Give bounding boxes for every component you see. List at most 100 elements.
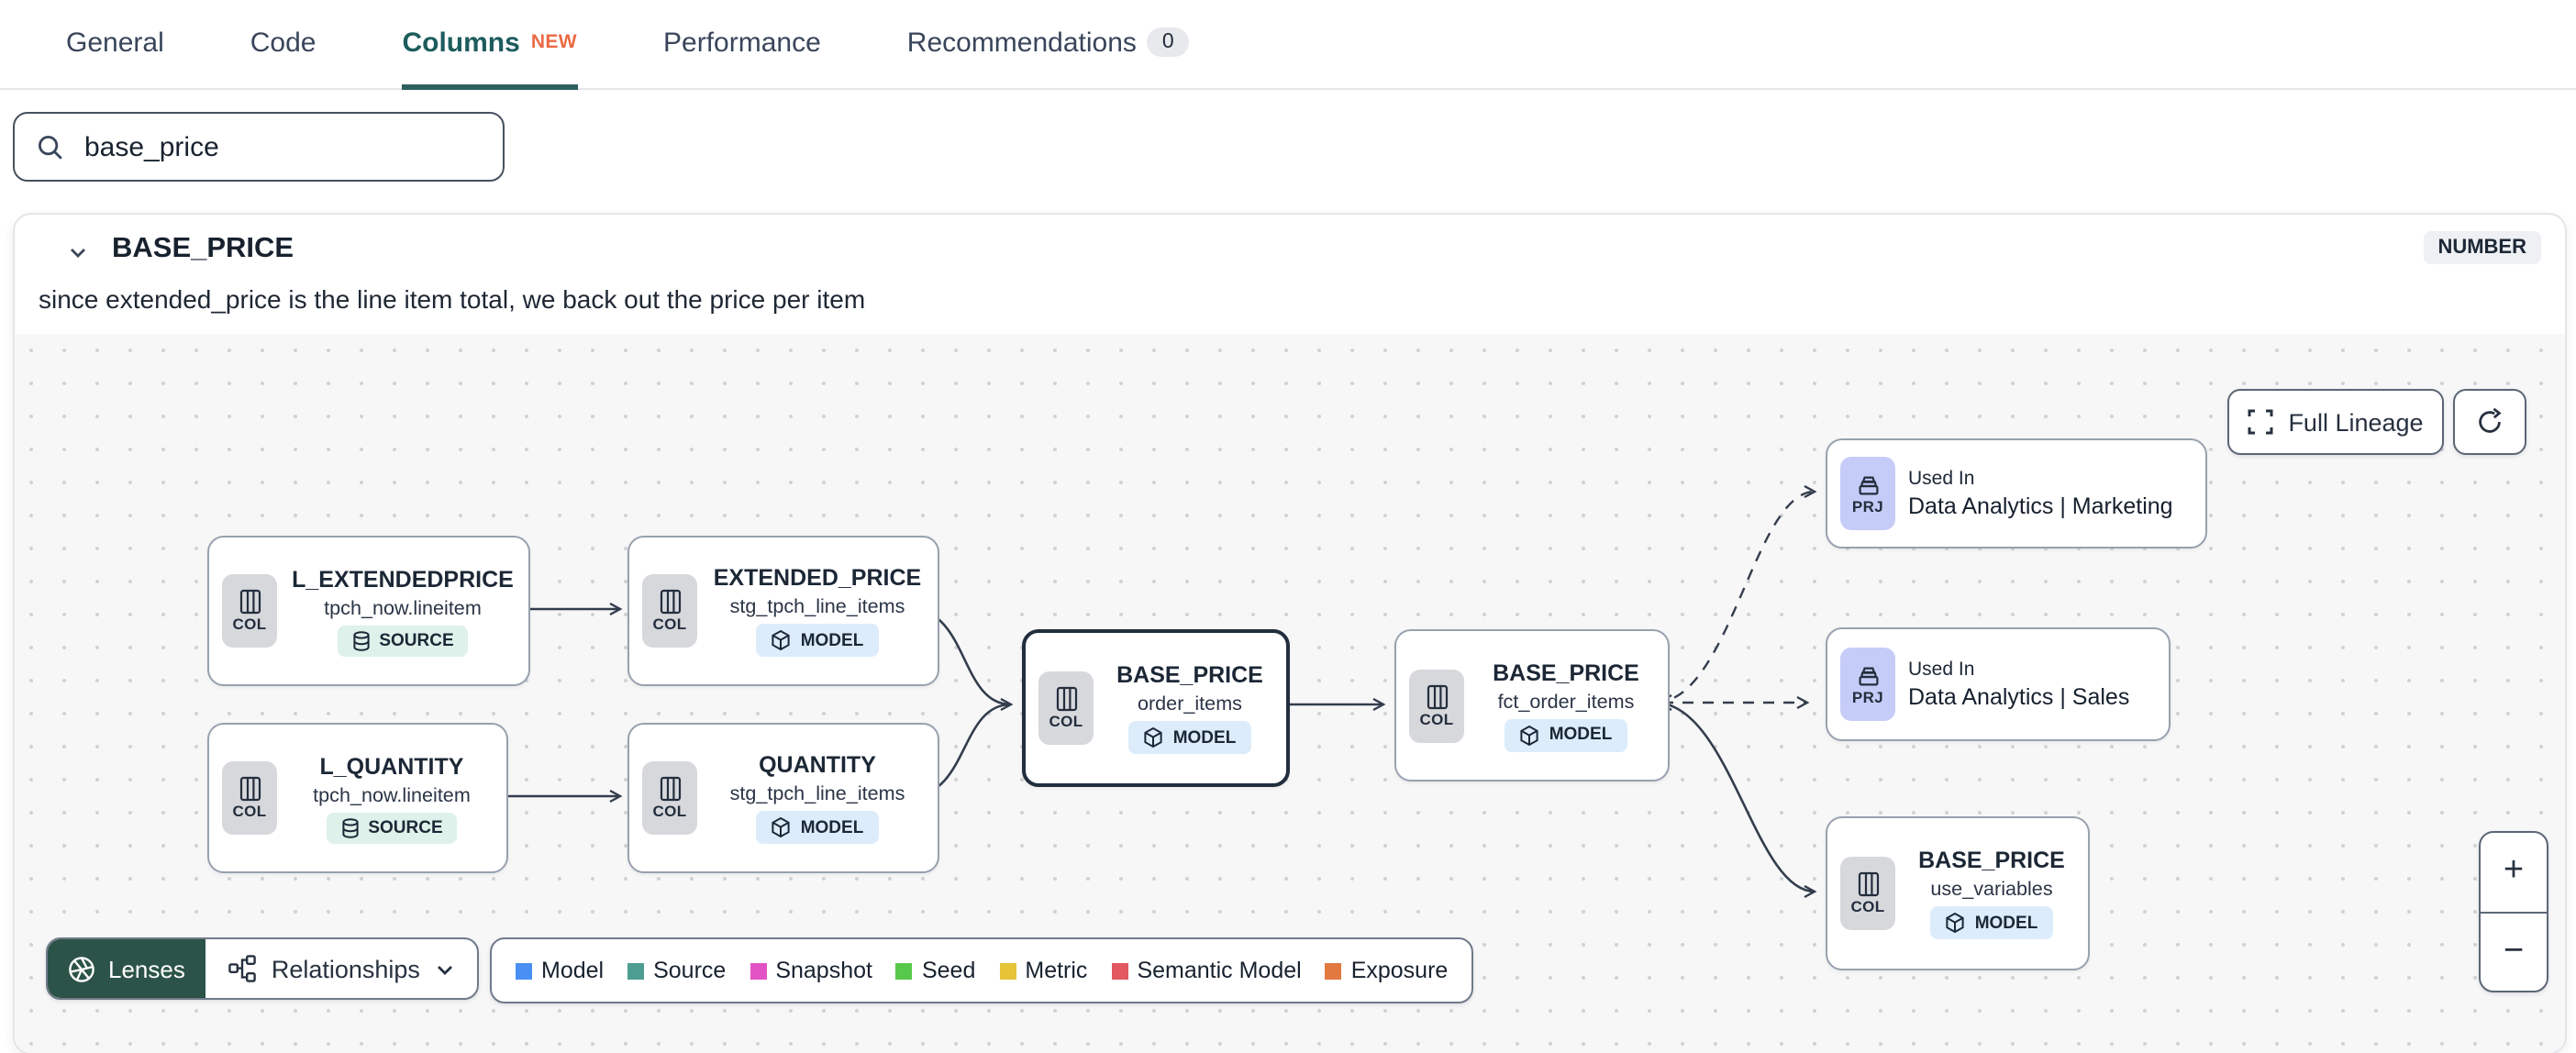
columns-icon bbox=[1857, 871, 1879, 897]
legend-item-seed: Seed bbox=[895, 958, 975, 983]
recommendations-count-badge: 0 bbox=[1147, 28, 1189, 57]
node-subtitle: stg_tpch_line_items bbox=[729, 596, 905, 618]
relationships-dropdown[interactable]: Relationships bbox=[205, 939, 477, 998]
column-kind-block: COL bbox=[642, 574, 697, 648]
resource-type-badge: MODEL bbox=[1930, 906, 2053, 939]
node-title: L_EXTENDEDPRICE bbox=[292, 566, 514, 592]
column-kind-block: COL bbox=[1038, 671, 1094, 745]
zoom-out-button[interactable]: − bbox=[2503, 931, 2525, 970]
search-input[interactable] bbox=[81, 129, 481, 164]
lenses-toolbar: Lenses Relationships bbox=[46, 937, 479, 1000]
column-kind-block: COL bbox=[222, 761, 277, 835]
resource-type-badge: MODEL bbox=[756, 624, 879, 657]
tab-bar: General Code Columns NEW Performance Rec… bbox=[0, 0, 2576, 90]
node-title: Data Analytics | Marketing bbox=[1908, 493, 2173, 519]
project-kind-block: PRJ bbox=[1840, 457, 1895, 530]
node-subtitle: tpch_now.lineitem bbox=[313, 784, 471, 806]
refresh-button[interactable] bbox=[2453, 389, 2526, 455]
new-badge: NEW bbox=[530, 31, 578, 53]
relationships-icon bbox=[228, 955, 256, 982]
node-title: BASE_PRICE bbox=[1918, 848, 2065, 873]
lenses-button[interactable]: Lenses bbox=[48, 939, 205, 998]
column-kind-block: COL bbox=[1409, 669, 1464, 742]
node-title: Data Analytics | Sales bbox=[1908, 684, 2130, 710]
resource-type-badge: SOURCE bbox=[326, 812, 458, 843]
column-description: since extended_price is the line item to… bbox=[39, 284, 866, 314]
lineage-node-extended-price[interactable]: COL EXTENDED_PRICE stg_tpch_line_items M… bbox=[627, 536, 939, 686]
refresh-icon bbox=[2479, 407, 2502, 433]
cube-icon bbox=[772, 629, 791, 651]
legend-swatch bbox=[1325, 962, 1342, 979]
column-kind-block: COL bbox=[642, 761, 697, 835]
node-title: BASE_PRICE bbox=[1116, 662, 1263, 688]
resource-type-badge: MODEL bbox=[1505, 718, 1627, 751]
legend-swatch bbox=[1111, 962, 1128, 979]
column-kind-block: COL bbox=[1840, 857, 1895, 930]
tab-code[interactable]: Code bbox=[250, 27, 316, 58]
columns-icon bbox=[1426, 683, 1448, 709]
resource-legend: Model Source Snapshot Seed Metric bbox=[490, 937, 1474, 1003]
legend-item-metric: Metric bbox=[999, 958, 1087, 983]
column-kind-block: COL bbox=[222, 574, 277, 648]
database-icon bbox=[341, 817, 358, 837]
stack-icon bbox=[1858, 475, 1878, 494]
node-subtitle: order_items bbox=[1137, 693, 1242, 715]
zoom-control: + − bbox=[2479, 831, 2548, 992]
lineage-node-l-quantity[interactable]: COL L_QUANTITY tpch_now.lineitem SOURCE bbox=[207, 723, 508, 873]
project-kind-block: PRJ bbox=[1840, 648, 1895, 721]
legend-swatch bbox=[999, 962, 1016, 979]
lineage-node-l-extendedprice[interactable]: COL L_EXTENDEDPRICE tpch_now.lineitem SO… bbox=[207, 536, 530, 686]
expand-icon bbox=[2248, 409, 2273, 435]
legend-item-model: Model bbox=[516, 958, 604, 983]
cube-icon bbox=[1145, 726, 1163, 748]
lineage-node-base-price-use-variables[interactable]: COL BASE_PRICE use_variables MODEL bbox=[1826, 816, 2090, 970]
legend-swatch bbox=[516, 962, 532, 979]
lineage-node-usedin-marketing[interactable]: PRJ Used In Data Analytics | Marketing bbox=[1826, 438, 2207, 549]
cube-icon bbox=[1947, 912, 1965, 934]
aperture-icon bbox=[69, 956, 94, 981]
lineage-node-quantity[interactable]: COL QUANTITY stg_tpch_line_items MODEL bbox=[627, 723, 939, 873]
cube-icon bbox=[1521, 724, 1539, 746]
node-usedin-label: Used In bbox=[1908, 468, 1975, 490]
legend-item-snapshot: Snapshot bbox=[749, 958, 872, 983]
zoom-in-button[interactable]: + bbox=[2481, 833, 2547, 913]
database-icon bbox=[352, 630, 369, 650]
lineage-node-base-price-fct-order-items[interactable]: COL BASE_PRICE fct_order_items MODEL bbox=[1394, 629, 1670, 781]
columns-icon bbox=[239, 776, 261, 802]
legend-swatch bbox=[895, 962, 913, 979]
node-subtitle: stg_tpch_line_items bbox=[729, 783, 905, 805]
node-usedin-label: Used In bbox=[1908, 659, 1975, 681]
node-title: BASE_PRICE bbox=[1493, 660, 1639, 685]
legend-item-source: Source bbox=[627, 958, 726, 983]
column-card: BASE_PRICE NUMBER since extended_price i… bbox=[13, 213, 2567, 1053]
resource-type-badge: MODEL bbox=[756, 811, 879, 844]
lineage-node-base-price-order-items[interactable]: COL BASE_PRICE order_items MODEL bbox=[1022, 629, 1290, 787]
resource-type-badge: SOURCE bbox=[337, 625, 469, 656]
column-name: BASE_PRICE bbox=[112, 233, 294, 264]
columns-icon bbox=[1055, 686, 1077, 712]
chevron-down-icon bbox=[437, 965, 452, 974]
columns-icon bbox=[659, 589, 681, 615]
node-subtitle: fct_order_items bbox=[1497, 691, 1635, 713]
tab-recommendations[interactable]: Recommendations 0 bbox=[907, 0, 1189, 90]
legend-item-semantic-model: Semantic Model bbox=[1111, 958, 1302, 983]
node-title: EXTENDED_PRICE bbox=[713, 565, 922, 591]
stack-icon bbox=[1858, 666, 1878, 685]
node-subtitle: use_variables bbox=[1930, 879, 2053, 901]
tab-general[interactable]: General bbox=[66, 27, 164, 58]
search-icon bbox=[37, 133, 64, 161]
column-search[interactable] bbox=[13, 112, 505, 182]
legend-swatch bbox=[749, 962, 767, 979]
legend-swatch bbox=[627, 962, 645, 979]
full-lineage-button[interactable]: Full Lineage bbox=[2227, 389, 2444, 455]
node-subtitle: tpch_now.lineitem bbox=[324, 597, 482, 619]
tab-columns[interactable]: Columns NEW bbox=[402, 0, 578, 90]
collapse-chevron-icon[interactable] bbox=[68, 242, 88, 262]
columns-icon bbox=[239, 589, 261, 615]
node-title: L_QUANTITY bbox=[319, 753, 464, 779]
legend-item-exposure: Exposure bbox=[1325, 958, 1448, 983]
lineage-node-usedin-sales[interactable]: PRJ Used In Data Analytics | Sales bbox=[1826, 627, 2171, 741]
lineage-graph[interactable]: COL L_EXTENDEDPRICE tpch_now.lineitem SO… bbox=[15, 334, 2565, 1053]
tab-performance[interactable]: Performance bbox=[663, 27, 821, 58]
